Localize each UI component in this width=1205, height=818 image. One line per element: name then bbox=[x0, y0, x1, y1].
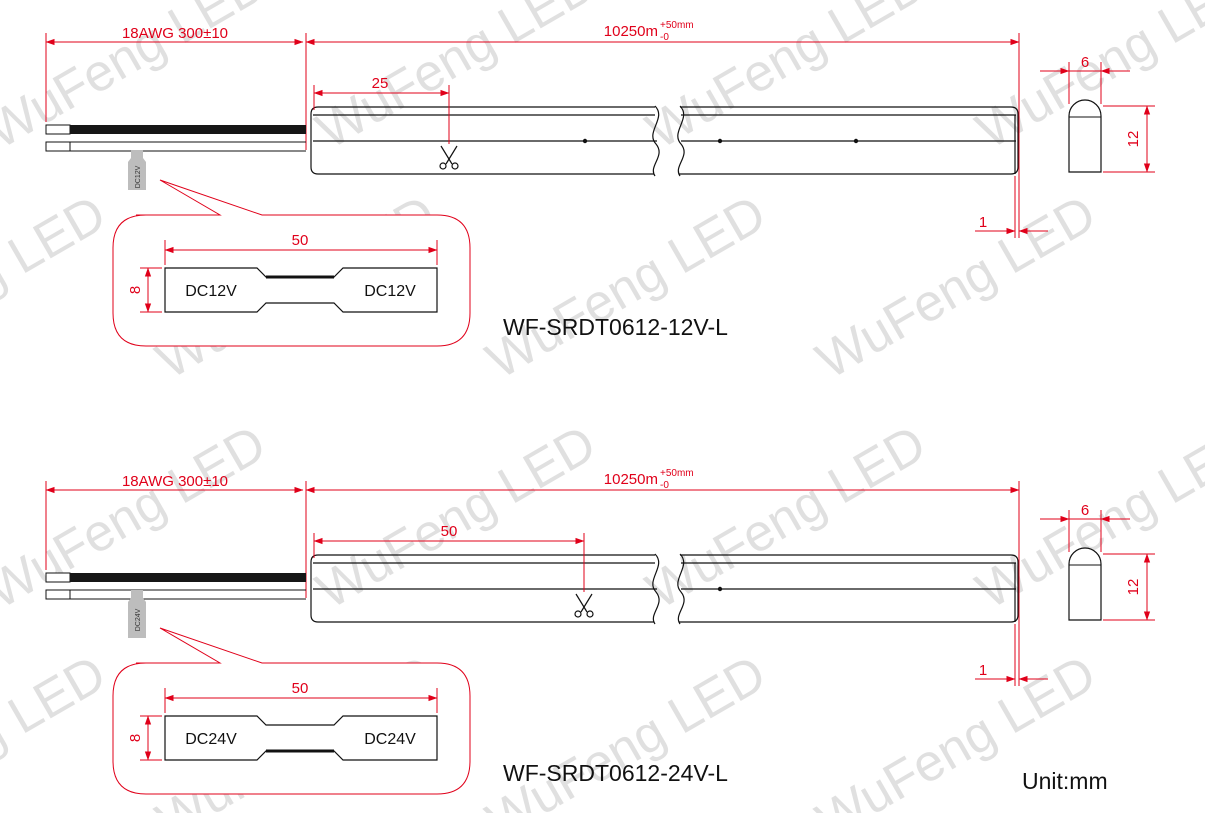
watermark: WuFeng LED bbox=[477, 185, 775, 391]
model-number: WF-SRDT0612-12V-L bbox=[503, 314, 728, 340]
tolerance-upper: +50mm bbox=[660, 20, 694, 31]
scissors-icon bbox=[439, 145, 459, 170]
lead-wires bbox=[45, 124, 306, 152]
drawing-12v: 18AWG 300±10 10250m +50mm -0 DC12V bbox=[45, 20, 1155, 347]
tolerance-upper: +50mm bbox=[660, 468, 694, 479]
tolerance-lower: -0 bbox=[660, 32, 669, 43]
lead-wires bbox=[45, 572, 306, 600]
watermark: WuFeng LED bbox=[0, 645, 115, 813]
section-width-label: 6 bbox=[1081, 502, 1089, 519]
wire-length-dimension bbox=[45, 481, 304, 570]
wall-thickness-dimension bbox=[975, 176, 1048, 238]
section-width-label: 6 bbox=[1081, 54, 1089, 71]
cross-section bbox=[1068, 99, 1102, 173]
section-height-label: 12 bbox=[1125, 579, 1142, 596]
watermark: WuFeng LED bbox=[307, 0, 605, 160]
label-detail-callout: DC12V DC12V 50 8 bbox=[112, 179, 471, 347]
section-width-dimension bbox=[1040, 62, 1130, 104]
cut-unit-dimension bbox=[313, 533, 585, 592]
watermark: WuFeng LED bbox=[807, 185, 1105, 391]
cut-unit-dimension bbox=[313, 85, 450, 144]
label-height-label: 8 bbox=[127, 734, 144, 742]
section-height-label: 12 bbox=[1125, 131, 1142, 148]
voltage-tag: DC12V bbox=[128, 150, 146, 190]
label-width-label: 50 bbox=[292, 680, 309, 697]
wall-thickness-label: 1 bbox=[979, 214, 987, 231]
label-right-text: DC24V bbox=[364, 731, 416, 748]
label-left-text: DC12V bbox=[185, 283, 237, 300]
section-height-dimension bbox=[1103, 553, 1155, 621]
cut-unit-label: 50 bbox=[441, 523, 458, 540]
label-width-label: 50 bbox=[292, 232, 309, 249]
label-detail-callout: DC24V DC24V 50 8 bbox=[112, 627, 471, 795]
watermark: WuFeng LED bbox=[0, 185, 115, 391]
wire-length-label: 18AWG 300±10 bbox=[122, 473, 228, 490]
watermark: WuFeng LED bbox=[477, 645, 775, 813]
total-length-label: 10250m bbox=[604, 471, 658, 488]
tolerance-lower: -0 bbox=[660, 480, 669, 491]
voltage-tag-text: DC24V bbox=[135, 608, 142, 631]
wall-thickness-dimension bbox=[975, 624, 1048, 686]
scissors-icon bbox=[574, 593, 594, 618]
section-width-dimension bbox=[1040, 510, 1130, 552]
total-length-label: 10250m bbox=[604, 23, 658, 40]
strip-body bbox=[310, 553, 1019, 625]
strip-body bbox=[310, 105, 1019, 177]
label-right-text: DC12V bbox=[364, 283, 416, 300]
label-left-text: DC24V bbox=[185, 731, 237, 748]
label-height-label: 8 bbox=[127, 286, 144, 294]
wall-thickness-label: 1 bbox=[979, 662, 987, 679]
wire-length-dimension bbox=[45, 33, 304, 122]
wire-length-label: 18AWG 300±10 bbox=[122, 25, 228, 42]
voltage-tag-text: DC12V bbox=[135, 165, 142, 188]
model-number: WF-SRDT0612-24V-L bbox=[503, 760, 728, 786]
drawing-24v: 18AWG 300±10 10250m +50mm -0 DC24V bbox=[45, 468, 1155, 795]
unit-label: Unit:mm bbox=[1022, 768, 1108, 794]
cross-section bbox=[1068, 547, 1102, 621]
cut-unit-label: 25 bbox=[372, 75, 389, 92]
voltage-tag: DC24V bbox=[128, 590, 146, 638]
section-height-dimension bbox=[1103, 105, 1155, 173]
